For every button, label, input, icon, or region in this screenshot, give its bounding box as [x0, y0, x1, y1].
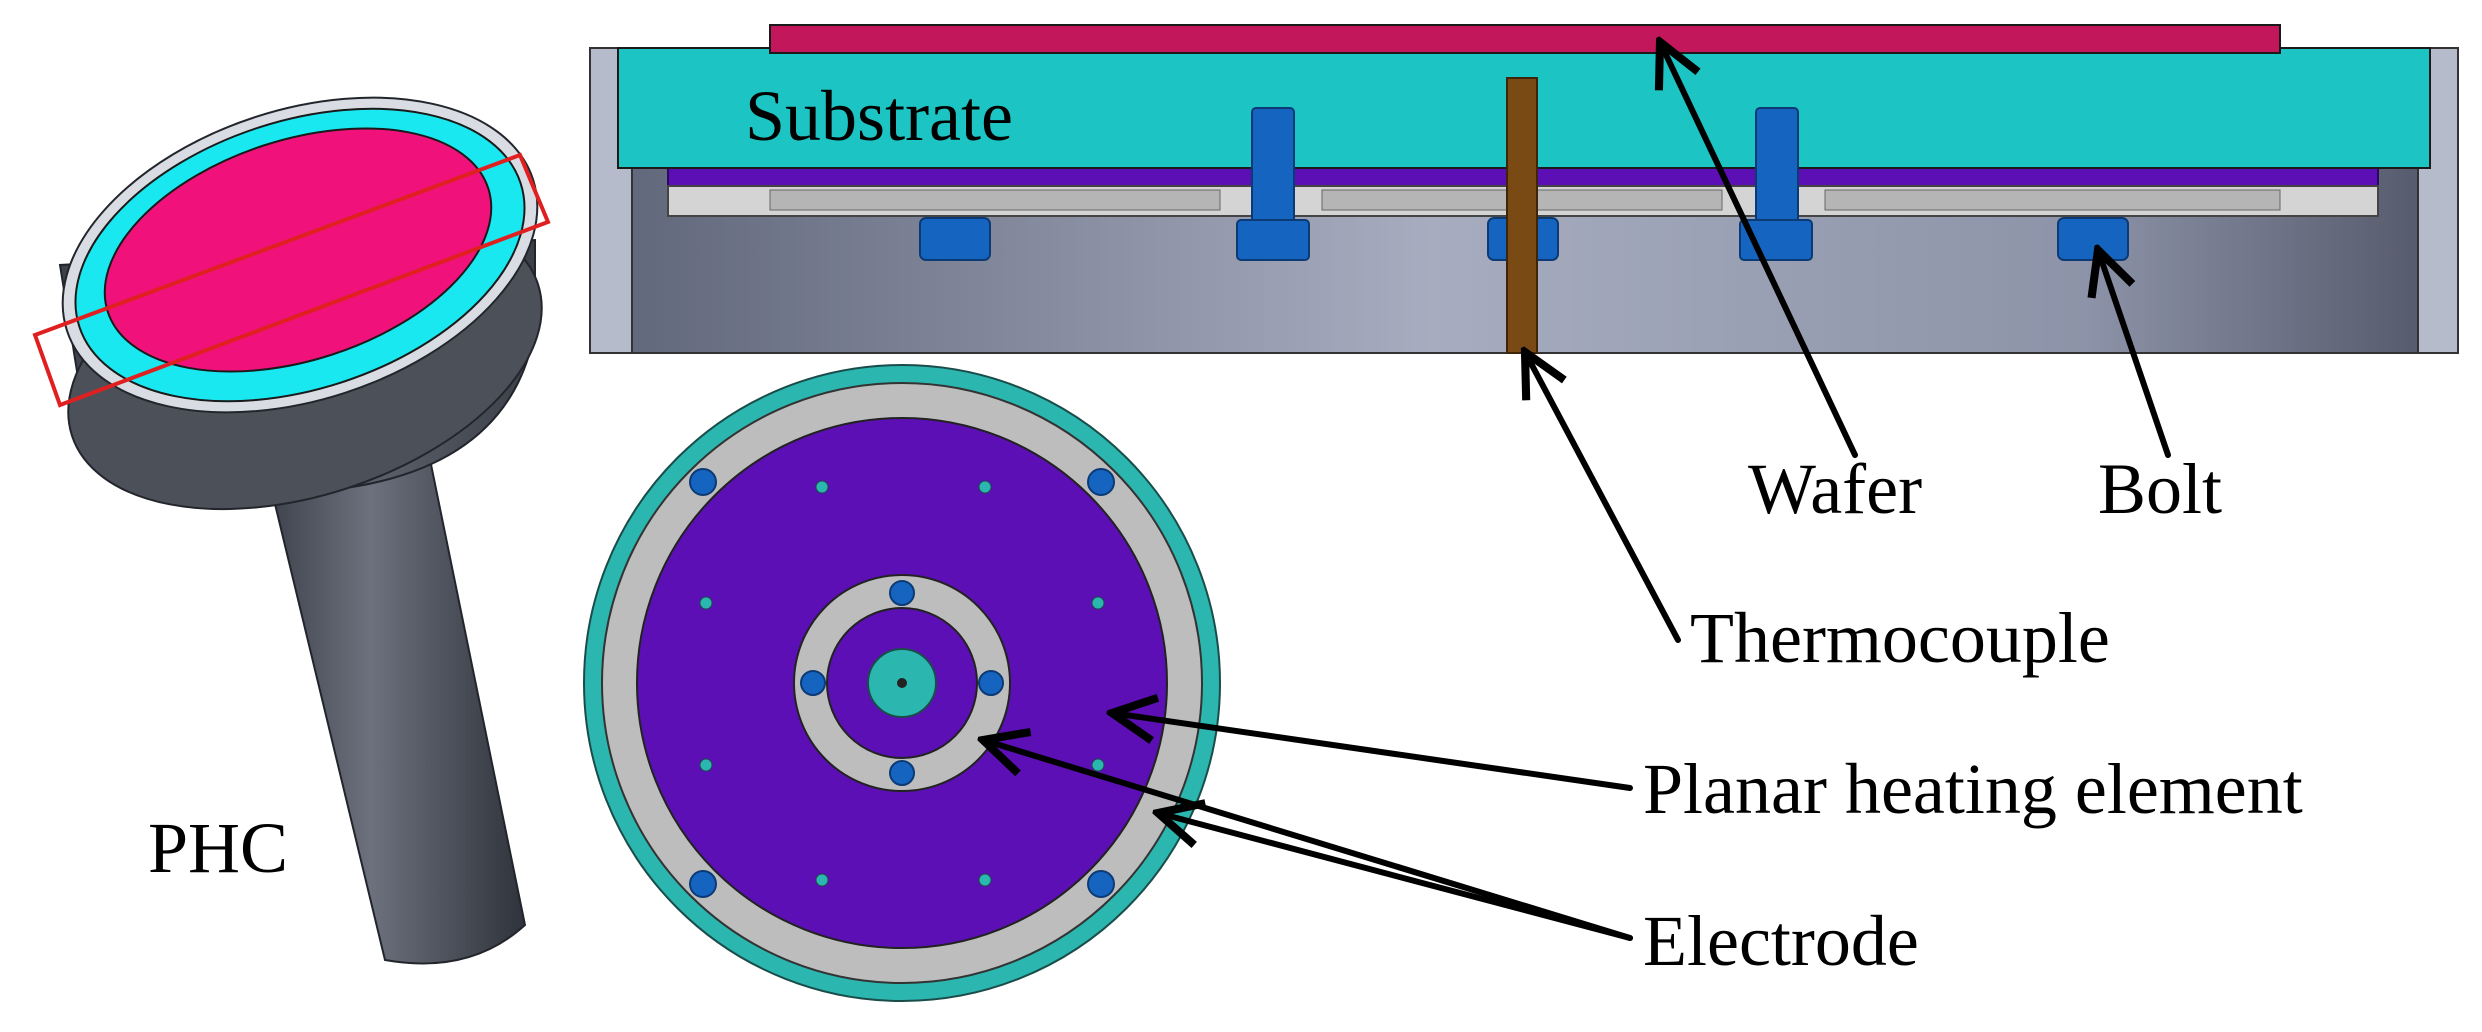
bolt-label: Bolt	[2098, 449, 2222, 529]
thermocouple-arrow	[1525, 352, 1681, 643]
pin	[978, 480, 992, 494]
inner-bolt-holes	[800, 580, 1004, 786]
bolt-hole	[978, 670, 1004, 696]
substrate-label: Substrate	[745, 76, 1013, 156]
pin	[1091, 758, 1105, 772]
section-plane-outline	[32, 152, 551, 408]
bolt-head	[919, 217, 991, 261]
thermocouple-rod	[1506, 77, 1538, 354]
planar-heating-element-label: Planar heating element	[1643, 749, 2303, 829]
pin	[699, 596, 713, 610]
housing-left-wall	[589, 47, 633, 354]
wafer-section	[769, 24, 2281, 54]
electrode-inner-strip-3	[1824, 189, 2281, 211]
bolt-hole	[889, 580, 915, 606]
bolt-arrow	[2098, 250, 2171, 458]
pin	[699, 758, 713, 772]
callout-arrows	[983, 42, 2171, 941]
phc-wafer	[103, 127, 493, 373]
pin	[815, 480, 829, 494]
phc-label: PHC	[148, 808, 288, 888]
heating-element-arrow	[1112, 713, 1633, 791]
electrode-label: Electrode	[1643, 901, 1919, 981]
thermocouple-hole	[897, 678, 907, 688]
thermocouple-label: Thermocouple	[1690, 598, 2110, 678]
heater-top-view	[583, 364, 1221, 1002]
electrode-arrow-inner	[983, 740, 1633, 941]
bolt-hole	[689, 870, 717, 898]
cross-section-view: Substrate	[589, 24, 2459, 354]
phc-stem	[266, 433, 527, 965]
bolt-head	[1236, 219, 1310, 261]
bolt-hole	[1087, 468, 1115, 496]
pin	[1091, 596, 1105, 610]
wafer-label: Wafer	[1748, 449, 1922, 529]
wafer-arrow	[1660, 42, 1858, 458]
bolt-hole	[800, 670, 826, 696]
pin	[978, 873, 992, 887]
electrode-arrow-outer	[1158, 813, 1633, 941]
pin	[815, 873, 829, 887]
bolt-head	[2057, 217, 2129, 261]
phc-3d-view	[32, 96, 551, 965]
bolt-hole	[1087, 870, 1115, 898]
small-pins	[699, 480, 1105, 887]
bolts	[919, 107, 2129, 261]
bolt-hole	[889, 760, 915, 786]
outer-bolt-holes	[689, 468, 1115, 898]
bolt-hole	[689, 468, 717, 496]
electrode-inner-strip-1	[769, 189, 1221, 211]
